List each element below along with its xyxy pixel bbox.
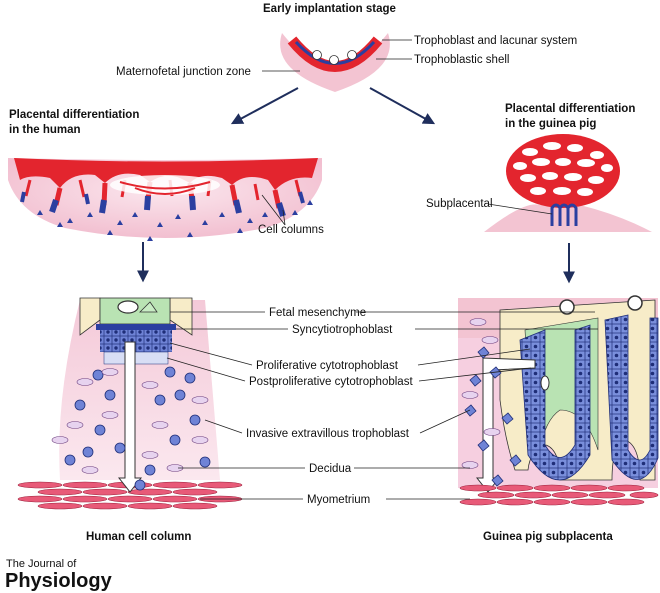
guinea-pig-placenta-figure [484, 134, 652, 232]
human-placenta-figure [8, 158, 322, 241]
gp-title-line1: Placental differentiation [505, 103, 635, 115]
human-cell-column-figure [17, 297, 243, 510]
trophoblastic-shell-label: Trophoblastic shell [414, 54, 509, 66]
guinea-pig-subplacenta-figure [458, 295, 659, 506]
decidua-label: Decidua [309, 463, 352, 475]
journal-logo-line1: The Journal of [6, 558, 77, 570]
myometrium-label: Myometrium [307, 494, 370, 506]
fetal-mesenchyme-label: Fetal mesenchyme [269, 307, 366, 319]
human-cell-column-caption: Human cell column [86, 531, 191, 543]
cell-columns-label: Cell columns [258, 224, 324, 236]
proliferative-cytotrophoblast-label: Proliferative cytotrophoblast [256, 360, 399, 372]
arrow-to-guinea-pig [369, 87, 436, 125]
human-title-line2: in the human [9, 124, 81, 136]
maternofetal-junction-label: Maternofetal junction zone [116, 66, 251, 78]
invasive-extravillous-label: Invasive extravillous trophoblast [246, 428, 410, 440]
journal-logo-line2: Physiology [5, 570, 113, 592]
subplacental-label: Subplacental [426, 198, 493, 210]
human-title-line1: Placental differentiation [9, 109, 139, 121]
early-stage-title: Early implantation stage [263, 3, 396, 15]
postproliferative-cytotrophoblast-label: Postproliferative cytotrophoblast [249, 376, 413, 388]
guinea-pig-subplacenta-caption: Guinea pig subplacenta [483, 531, 613, 543]
trophoblast-lacunar-label: Trophoblast and lacunar system [414, 35, 577, 47]
gp-title-line2: in the guinea pig [505, 118, 596, 130]
early-implantation-figure [280, 33, 390, 92]
syncytiotrophoblast-label: Syncytiotrophoblast [292, 324, 393, 336]
arrow-to-human [230, 87, 299, 125]
